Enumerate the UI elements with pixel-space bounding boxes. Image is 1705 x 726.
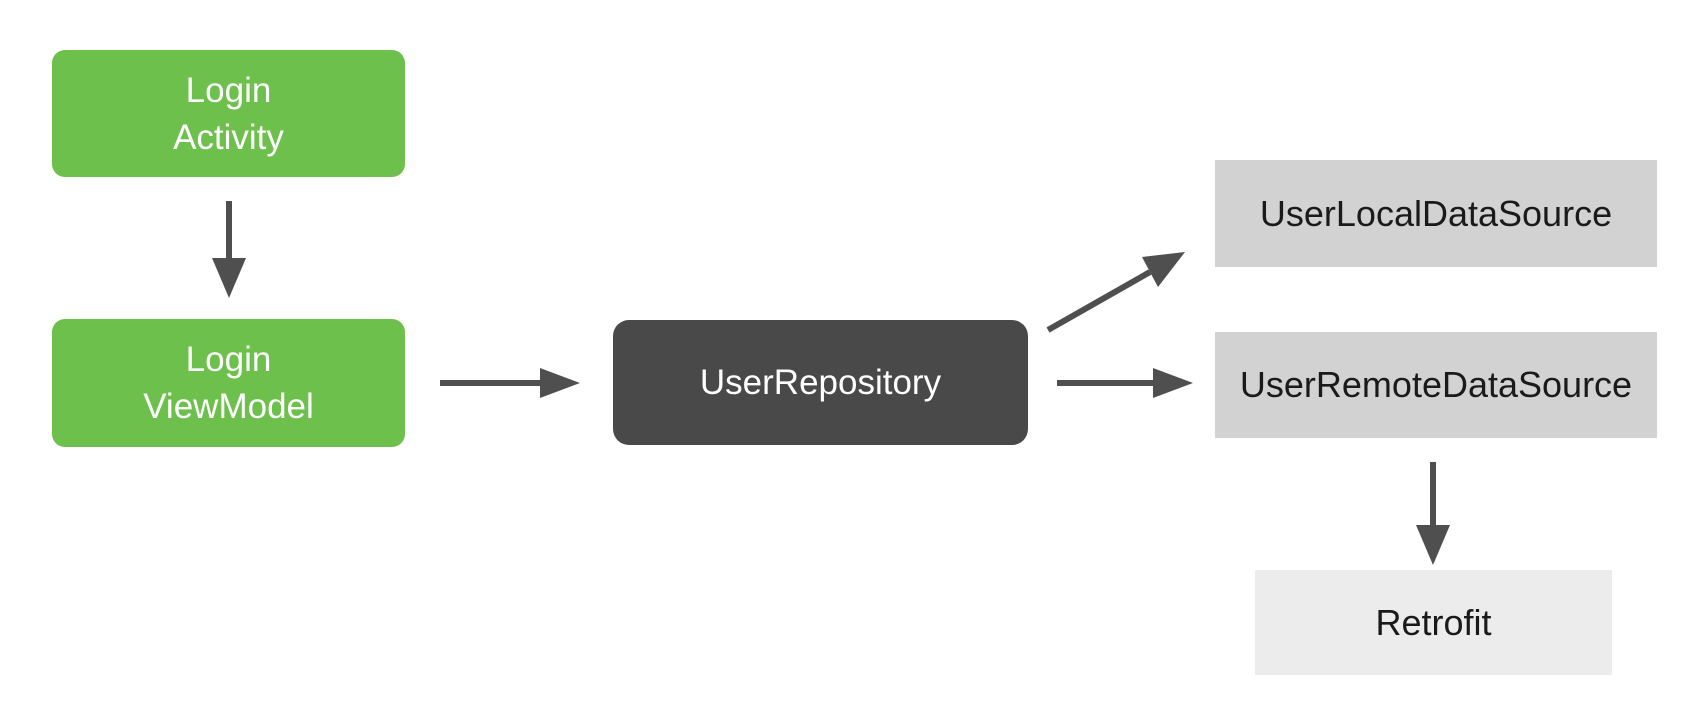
arrow-repository-to-local-data-source <box>1046 252 1185 333</box>
arrow-activity-to-viewmodel <box>212 201 246 298</box>
node-login-viewmodel: Login ViewModel <box>52 319 405 447</box>
node-user-remote-data-source: UserRemoteDataSource <box>1215 332 1657 438</box>
node-login-activity: Login Activity <box>52 50 405 177</box>
arrow-repository-to-remote-data-source <box>1057 368 1193 398</box>
arrowhead-right-icon <box>1153 368 1193 398</box>
node-user-repository-label: UserRepository <box>699 362 942 402</box>
arrow-viewmodel-to-repository <box>440 368 580 398</box>
arrow-remote-data-source-to-retrofit <box>1416 462 1450 565</box>
node-login-viewmodel-label-line2: ViewModel <box>143 387 314 426</box>
arrowhead-down-icon <box>1416 525 1450 565</box>
node-login-activity-label-line2: Activity <box>173 117 284 157</box>
node-login-activity-label-line1: Login <box>185 70 272 110</box>
node-user-local-data-source: UserLocalDataSource <box>1215 160 1657 267</box>
node-user-repository: UserRepository <box>613 320 1028 445</box>
node-user-local-data-source-label: UserLocalDataSource <box>1259 192 1613 234</box>
node-login-viewmodel-label-line1: Login <box>185 340 272 379</box>
arrowhead-right-icon <box>540 368 580 398</box>
arrowhead-down-icon <box>212 258 246 298</box>
node-retrofit-label: Retrofit <box>1375 601 1492 643</box>
node-user-remote-data-source-label: UserRemoteDataSource <box>1239 364 1633 405</box>
node-retrofit: Retrofit <box>1255 570 1612 675</box>
arrowhead-up-right-icon <box>1142 252 1185 287</box>
